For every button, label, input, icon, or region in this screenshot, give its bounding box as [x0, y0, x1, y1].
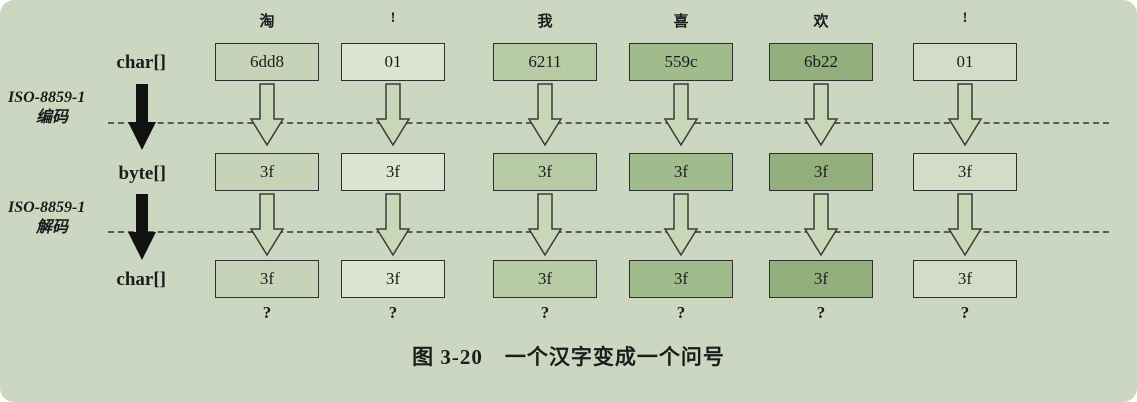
dashed-separator [108, 122, 1109, 124]
encode-label: 编码 [36, 109, 69, 126]
down-arrow-icon [803, 83, 839, 147]
encoding-column: 淘 6dd8 3f 3f ? [215, 0, 319, 402]
result-character: ? [816, 303, 826, 322]
char-array-bottom-label: char[] [116, 269, 166, 290]
encoding-column: ! 01 3f 3f ? [913, 0, 1017, 402]
source-character: 欢 [813, 14, 829, 30]
encoding-column: 欢 6b22 3f 3f ? [769, 0, 873, 402]
decoded-char-hex-box: 3f [215, 260, 319, 298]
char-hex-box: 559c [629, 43, 733, 81]
result-character: ? [540, 303, 550, 322]
decoding-step-label: ISO-8859-1 解码 [8, 198, 158, 238]
down-arrow-icon [249, 83, 285, 147]
decoded-char-hex-box: 3f [913, 260, 1017, 298]
decoded-char-hex-box: 3f [493, 260, 597, 298]
down-arrow-icon [527, 193, 563, 257]
down-arrow-icon [128, 84, 156, 150]
result-character: ? [676, 303, 686, 322]
encoding-column: 我 6211 3f 3f ? [493, 0, 597, 402]
source-character: ! [390, 10, 396, 26]
down-arrow-icon [947, 193, 983, 257]
down-arrow-icon [527, 83, 563, 147]
byte-hex-box: 3f [215, 153, 319, 191]
result-character: ? [388, 303, 398, 322]
source-character: ! [962, 10, 968, 26]
down-arrow-icon [663, 83, 699, 147]
decoding-charset-label: ISO-8859-1 [8, 199, 86, 216]
result-character: ? [262, 303, 272, 322]
char-hex-box: 01 [913, 43, 1017, 81]
source-character: 喜 [673, 14, 689, 30]
byte-hex-box: 3f [493, 153, 597, 191]
encoding-column: 喜 559c 3f 3f ? [629, 0, 733, 402]
char-hex-box: 01 [341, 43, 445, 81]
source-character: 淘 [259, 14, 275, 30]
down-arrow-icon [803, 193, 839, 257]
char-array-top-label: char[] [116, 52, 166, 73]
char-hex-box: 6b22 [769, 43, 873, 81]
char-hex-box: 6dd8 [215, 43, 319, 81]
byte-hex-box: 3f [341, 153, 445, 191]
down-arrow-icon [375, 83, 411, 147]
byte-hex-box: 3f [769, 153, 873, 191]
down-arrow-icon [663, 193, 699, 257]
down-arrow-icon [128, 194, 156, 260]
decoded-char-hex-box: 3f [629, 260, 733, 298]
decoded-char-hex-box: 3f [341, 260, 445, 298]
down-arrow-icon [947, 83, 983, 147]
byte-array-label: byte[] [118, 163, 166, 184]
byte-hex-box: 3f [629, 153, 733, 191]
char-hex-box: 6211 [493, 43, 597, 81]
down-arrow-icon [375, 193, 411, 257]
encoding-step-label: ISO-8859-1 编码 [8, 88, 158, 128]
result-character: ? [960, 303, 970, 322]
source-character: 我 [537, 14, 553, 30]
figure-caption: 图 3-20 一个汉字变成一个问号 [412, 345, 725, 369]
byte-hex-box: 3f [913, 153, 1017, 191]
encoding-charset-label: ISO-8859-1 [8, 89, 86, 106]
encoding-column: ! 01 3f 3f ? [341, 0, 445, 402]
dashed-separator [108, 231, 1109, 233]
decoded-char-hex-box: 3f [769, 260, 873, 298]
down-arrow-icon [249, 193, 285, 257]
decode-label: 解码 [36, 219, 69, 236]
